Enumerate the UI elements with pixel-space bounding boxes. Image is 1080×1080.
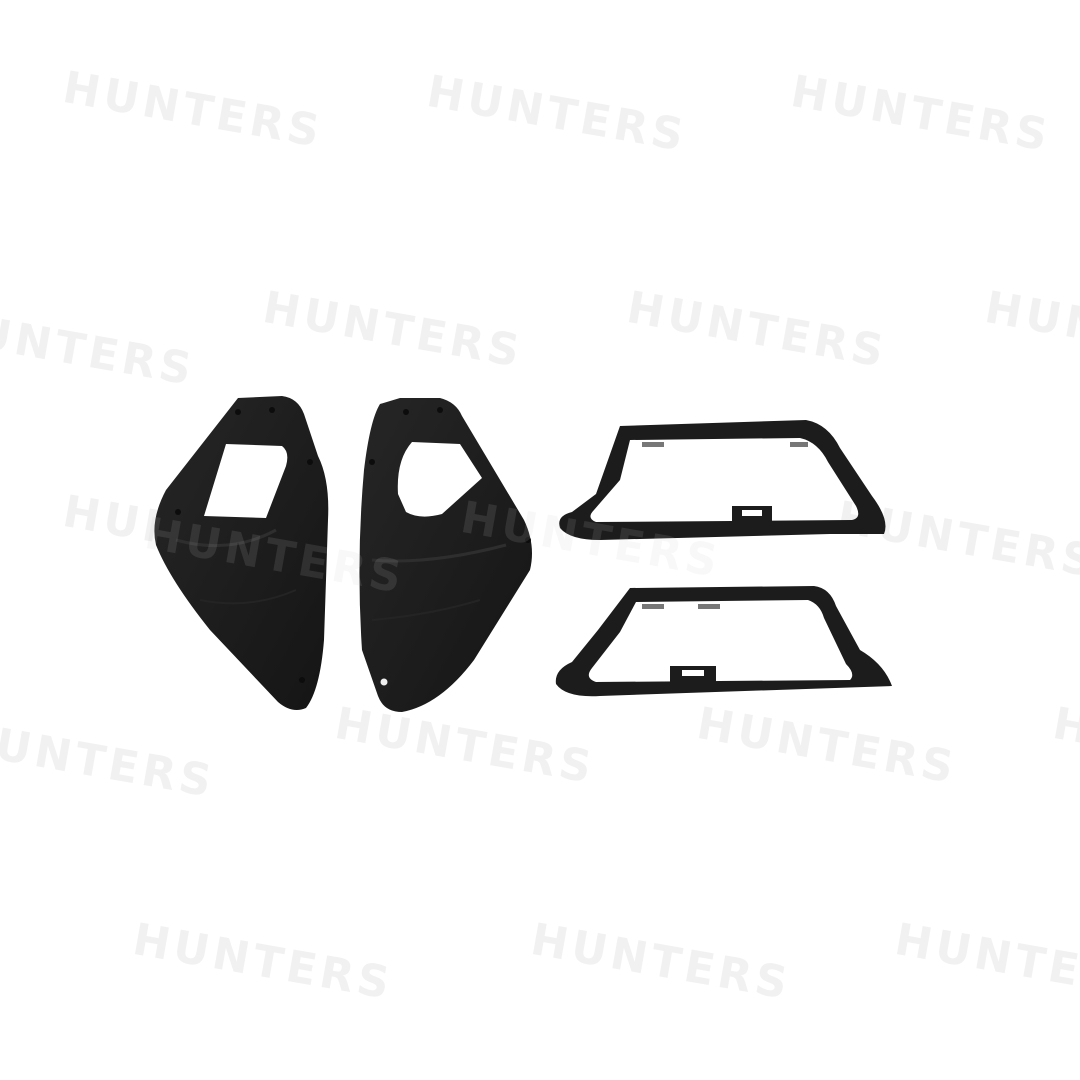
left-side-cover [154, 396, 329, 710]
upper-frame-gasket [559, 420, 886, 540]
lower-frame-gasket [555, 586, 892, 697]
right-side-cover [359, 398, 532, 712]
